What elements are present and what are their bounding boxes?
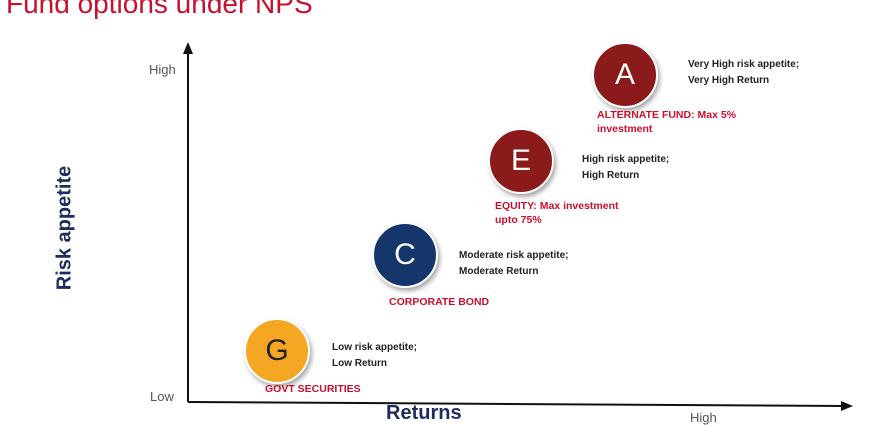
x-axis (187, 401, 845, 407)
x-axis-arrow (841, 401, 853, 411)
fund-g-return: Low Return (332, 358, 387, 369)
fund-e-label: EQUITY: Max investment upto 75% (495, 199, 619, 227)
fund-a-letter: A (614, 58, 635, 91)
fund-g-risk: Low risk appetite; (332, 342, 418, 353)
fund-e-risk: High risk appetite; (582, 154, 670, 165)
fund-c-risk: Moderate risk appetite; (459, 250, 569, 261)
y-axis-title: Risk appetite (53, 165, 76, 291)
fund-e-return: High Return (582, 170, 640, 181)
fund-e-label-line1: EQUITY: Max investment (495, 200, 619, 212)
fund-a-description: Very High risk appetite; Very High Retur… (688, 57, 799, 89)
fund-c-label: CORPORATE BOND (389, 295, 489, 309)
y-axis-low-label: Low (150, 389, 174, 404)
fund-a-label-line1: ALTERNATE FUND: Max 5% (597, 109, 737, 121)
fund-c-letter: C (394, 238, 416, 271)
fund-g-description: Low risk appetite; Low Return (332, 340, 417, 372)
y-axis-arrow (183, 42, 193, 54)
fund-c-circle: C (372, 222, 438, 288)
fund-e-description: High risk appetite; High Return (582, 152, 669, 184)
fund-g-circle: G (244, 318, 310, 384)
fund-g-letter: G (265, 334, 289, 367)
fund-c-description: Moderate risk appetite; Moderate Return (459, 248, 568, 280)
fund-a-risk: Very High risk appetite; (688, 59, 800, 70)
fund-g-label-line1: GOVT SECURITIES (265, 383, 361, 395)
fund-a-return: Very High Return (688, 75, 770, 86)
fund-e-letter: E (510, 144, 531, 177)
fund-g-label: GOVT SECURITIES (265, 382, 361, 396)
fund-a-circle: A (592, 42, 658, 108)
fund-e-circle: E (488, 128, 554, 194)
fund-c-return: Moderate Return (459, 266, 539, 277)
y-axis-high-label: High (149, 62, 176, 77)
x-axis-title: Returns (386, 402, 462, 424)
page-title: Fund options under NPS (6, 0, 313, 19)
fund-a-label: ALTERNATE FUND: Max 5% investment (597, 108, 736, 136)
fund-a-label-line2: investment (597, 123, 653, 135)
fund-c-label-line1: CORPORATE BOND (389, 296, 490, 308)
fund-e-label-line2: upto 75% (495, 214, 542, 226)
